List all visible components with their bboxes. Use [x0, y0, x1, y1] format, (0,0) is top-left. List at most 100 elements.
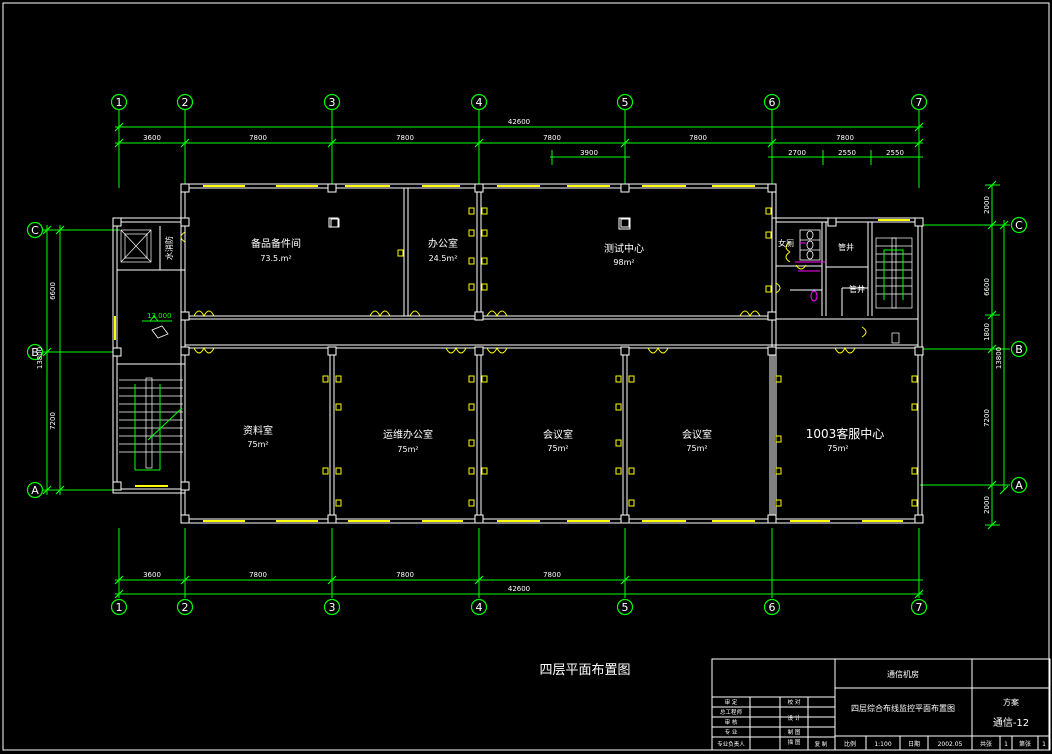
axis-bubble-c-right: [1010, 216, 1028, 234]
room-spare-parts-name: 备品备件间: [251, 237, 301, 250]
dim-top-3: 7800: [543, 134, 561, 142]
grid-bubble-labels: 1 2 3 4 5 6 7 1 2 3 4 5 6 7 C B A C B A: [31, 96, 1023, 614]
dim-bottom-0: 3600: [143, 571, 161, 579]
tb-sign-0-b: 校 对: [788, 698, 801, 706]
structural-columns: [112, 183, 924, 524]
dim-sub-2: 2550: [838, 149, 856, 157]
dim-sub-3: 2550: [886, 149, 904, 157]
dim-sub-0: 3900: [580, 149, 598, 157]
dimension-labels: 42600 3600 7800 7800 7800 7800 7800 3900…: [143, 118, 904, 593]
axis-label-1-bottom: 1: [116, 601, 123, 614]
axis-bubble-b-left: [26, 343, 44, 361]
wc-magenta-fixtures: [795, 242, 825, 302]
axis-label-2-top: 2: [182, 96, 189, 109]
room-female-wc-name: 女厕: [778, 238, 794, 248]
tb-sign-4-b: 复 制: [815, 740, 828, 748]
tb-sign-4-a: 专业负责人: [717, 740, 745, 748]
tb-sign-0-a: 审 定: [725, 698, 738, 706]
room-test-center-area: 98m²: [613, 258, 634, 267]
dim-top-4: 7800: [689, 134, 707, 142]
dim-top-1: 7800: [249, 134, 267, 142]
axis-bubble-7-top: [910, 93, 928, 111]
room-ops-office-area: 75m²: [397, 445, 418, 454]
dim-left-part-1: 7200: [49, 412, 57, 430]
axis-label-5-bottom: 5: [622, 601, 629, 614]
axis-label-5-top: 5: [622, 96, 629, 109]
dim-bottom-2: 7800: [396, 571, 414, 579]
axis-label-c-left: C: [31, 224, 39, 237]
axis-bubble-b-right: [1010, 340, 1028, 358]
dim-right-total: 13800: [995, 347, 1003, 369]
dim-bottom-1: 7800: [249, 571, 267, 579]
axis-bubble-6-top: [763, 93, 781, 111]
elevation-marker: 13.000: [142, 312, 172, 339]
title-block: 通信机房 四层综合布线监控平面布置图 方案 通信-12 比例 1:100 日期 …: [711, 658, 1051, 751]
right-stair-arrow: [883, 249, 904, 300]
axis-label-7-bottom: 7: [916, 601, 923, 614]
tb-scale: 1:100: [874, 741, 891, 748]
room-meeting-1-name: 会议室: [543, 428, 573, 441]
axis-label-b-right: B: [1015, 343, 1023, 356]
wc-yellow-fixtures: [785, 241, 807, 270]
dim-total-top: 42600: [508, 118, 530, 126]
room-meeting-2-name: 会议室: [682, 428, 712, 441]
axis-label-b-left: B: [31, 346, 39, 359]
outlet-markers: [322, 207, 918, 507]
axis-label-7-top: 7: [916, 96, 923, 109]
tb-sign-3-b: 描 图: [788, 738, 801, 746]
room-archive-name: 资料室: [243, 424, 273, 437]
room-meeting-2-area: 75m²: [686, 444, 707, 453]
axis-label-1-top: 1: [116, 96, 123, 109]
room-fire-name: 水消防: [164, 236, 174, 260]
tb-drawing-no: 通信-12: [993, 717, 1029, 729]
tb-page-label: 第张: [1019, 740, 1031, 748]
dim-right-part-1: 6600: [983, 278, 991, 296]
axis-label-4-top: 4: [476, 96, 483, 109]
axis-bubble-5-top: [616, 93, 634, 111]
tb-date-label: 日期: [908, 740, 920, 748]
axis-bubble-5-bottom: [616, 598, 634, 616]
axis-bubble-6-bottom: [763, 598, 781, 616]
windows: [114, 185, 910, 522]
axis-label-3-top: 3: [329, 96, 336, 109]
tb-sign-3-a: 专 业: [725, 728, 738, 736]
tb-sign-1-b: 设 计: [788, 714, 801, 722]
room-meeting-1-area: 75m²: [547, 444, 568, 453]
grid-bubbles: [26, 93, 1028, 616]
dim-right-part-2: 1800: [983, 323, 991, 341]
axis-bubble-4-bottom: [470, 598, 488, 616]
axis-bubble-c-left: [26, 221, 44, 239]
axis-label-4-bottom: 4: [476, 601, 483, 614]
room-shaft-2-name: 管井: [849, 284, 865, 294]
building-walls: [112, 183, 923, 524]
room-service-center-name: 1003客服中心: [806, 426, 885, 441]
axis-label-6-bottom: 6: [769, 601, 776, 614]
room-shaft-1-name: 管井: [838, 242, 854, 252]
tb-sign-1-a: 总工程师: [720, 708, 743, 716]
axis-label-c-right: C: [1015, 219, 1023, 232]
tb-scale-label: 比例: [844, 740, 856, 748]
dim-sub-1: 2700: [788, 149, 806, 157]
room-archive-area: 75m²: [247, 440, 268, 449]
axis-label-3-bottom: 3: [329, 601, 336, 614]
dim-top-5: 7800: [836, 134, 854, 142]
grid-axis-lines: [43, 110, 1010, 598]
tb-sign-2-b: 制 图: [788, 728, 801, 736]
room-spare-parts-area: 73.5.m²: [260, 254, 291, 263]
axis-label-2-bottom: 2: [182, 601, 189, 614]
dim-top-0: 3600: [143, 134, 161, 142]
axis-bubble-3-bottom: [323, 598, 341, 616]
room-labels: 备品备件间 73.5.m² 办公室 24.5m² 测试中心 98m² 女厕 管井…: [164, 236, 884, 454]
drawing-title: 四层平面布置图: [539, 663, 630, 678]
axis-label-a-right: A: [1015, 479, 1023, 492]
axis-bubble-1-top: [110, 93, 128, 111]
tb-date: 2002.05: [938, 741, 963, 748]
dim-right-part-0: 2000: [983, 196, 991, 214]
right-staircase: [875, 237, 913, 344]
dim-left-total: 13800: [36, 347, 44, 369]
dim-top-2: 7800: [396, 134, 414, 142]
left-stair-arrow: [134, 384, 183, 470]
tb-sheet: 1: [1004, 741, 1008, 748]
room-service-center-area: 75m²: [827, 444, 848, 453]
